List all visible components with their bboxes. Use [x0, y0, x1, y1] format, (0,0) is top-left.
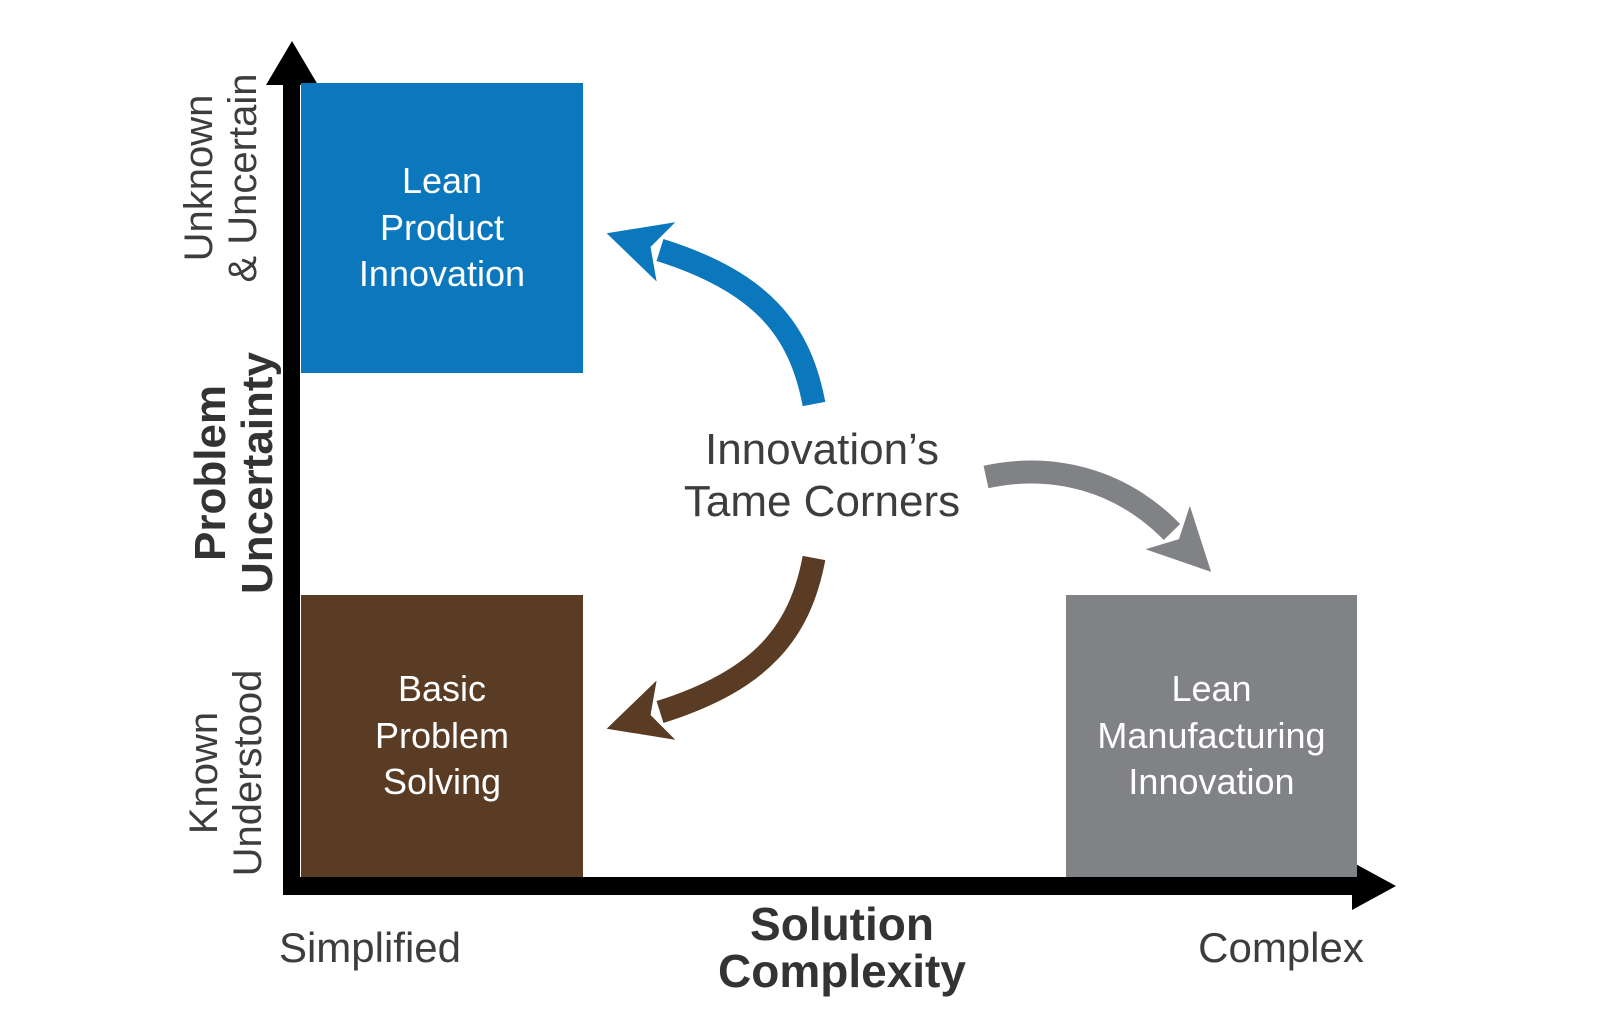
lean-manufacturing-innovation-label: Lean Manufacturing Innovation [1066, 595, 1357, 877]
x-axis-left-label: Simplified [278, 924, 462, 971]
x-axis-arrowhead [1352, 862, 1396, 910]
y-axis-arrowhead [266, 41, 318, 85]
lean-manufacturing-innovation-box [1066, 595, 1357, 877]
diagram-title-line: Innovation’s [704, 425, 940, 474]
box-label-line: Product [379, 206, 505, 248]
basic-problem-solving-box [301, 595, 583, 877]
x-axis-title: Solution Complexity [642, 901, 1042, 995]
box-label-line: Problem [374, 714, 510, 756]
y-axis-top-label: Unknown & Uncertain [177, 68, 265, 288]
y-axis-line [283, 78, 300, 895]
box-label-line: Lean [1171, 667, 1252, 709]
y-axis-top-label-line: Unknown [177, 94, 221, 262]
box-label-line: Solving [382, 761, 502, 803]
arrow-to-lean-manufacturing [983, 460, 1212, 572]
x-axis-title-line: Solution [750, 898, 934, 950]
y-axis-title-line: Problem [186, 384, 235, 562]
x-axis-title-line: Complexity [718, 945, 966, 997]
y-axis-bottom-label: Known Understood [182, 663, 270, 883]
arrow-to-basic-problem [606, 555, 826, 740]
lean-product-innovation-label: Lean Product Innovation [301, 83, 583, 373]
box-label-line: Innovation [358, 253, 526, 295]
y-axis-bottom-label-line: Known [182, 711, 226, 835]
lean-product-innovation-box [301, 83, 583, 373]
box-label-line: Basic [397, 667, 487, 709]
diagram-title: Innovation’s Tame Corners [622, 424, 1022, 528]
box-label-line: Manufacturing [1097, 714, 1326, 756]
box-label-line: Innovation [1128, 761, 1295, 803]
y-axis-title: Problem Uncertainty [186, 323, 282, 623]
x-axis-line [283, 877, 1353, 895]
y-axis-top-label-line: & Uncertain [221, 73, 265, 283]
arrow-to-lean-product [606, 222, 826, 407]
x-axis-right-label: Complex [1198, 924, 1364, 971]
box-label-line: Lean [401, 159, 483, 201]
basic-problem-solving-label: Basic Problem Solving [301, 595, 583, 877]
y-axis-title-line: Uncertainty [233, 351, 282, 595]
diagram-title-line: Tame Corners [683, 477, 961, 526]
y-axis-bottom-label-line: Understood [226, 669, 270, 877]
